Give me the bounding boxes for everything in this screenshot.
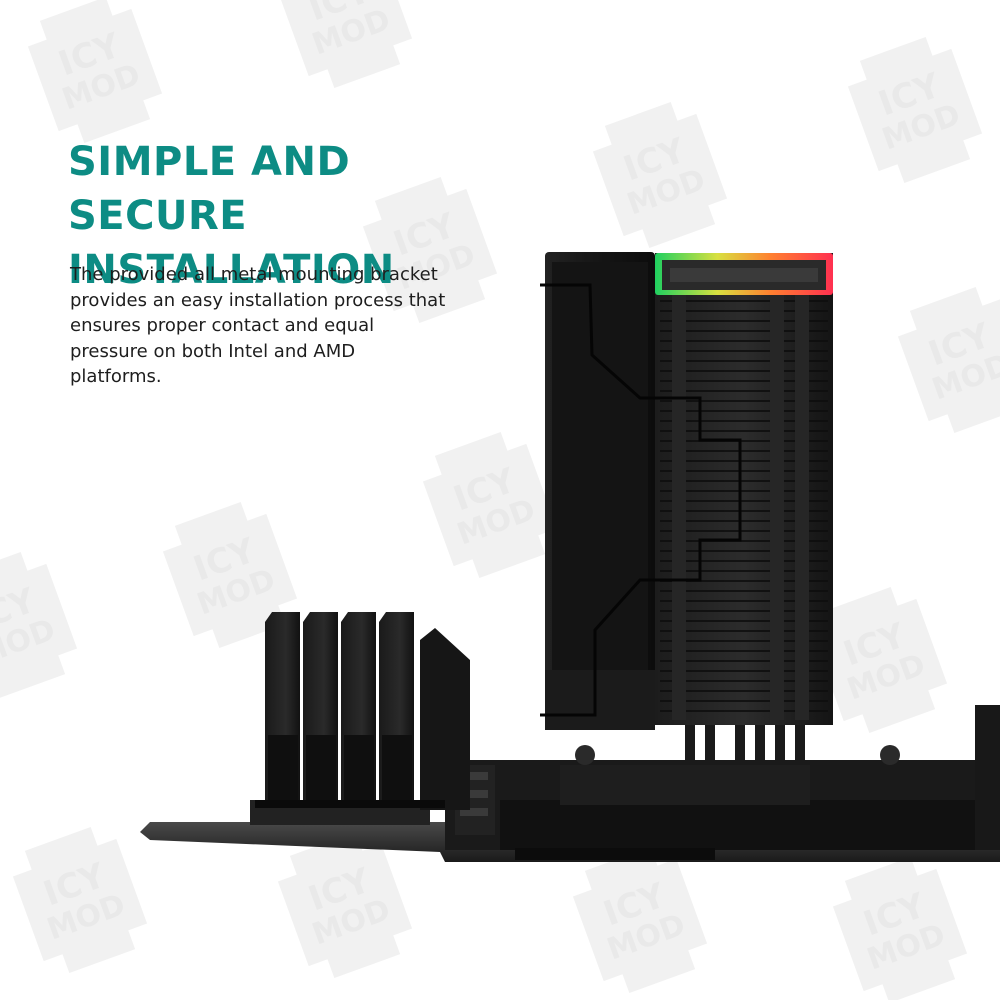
page-title-line-2: INSTALLATION: [68, 247, 395, 293]
page-title-line-1: SIMPLE AND SECURE: [68, 139, 351, 239]
page-title: SIMPLE AND SECURE INSTALLATION: [68, 135, 538, 297]
ram-modules-image: [255, 612, 470, 810]
cpu-cooler-image: [540, 252, 833, 805]
feature-description: The provided all metal mounting bracket …: [70, 264, 446, 387]
